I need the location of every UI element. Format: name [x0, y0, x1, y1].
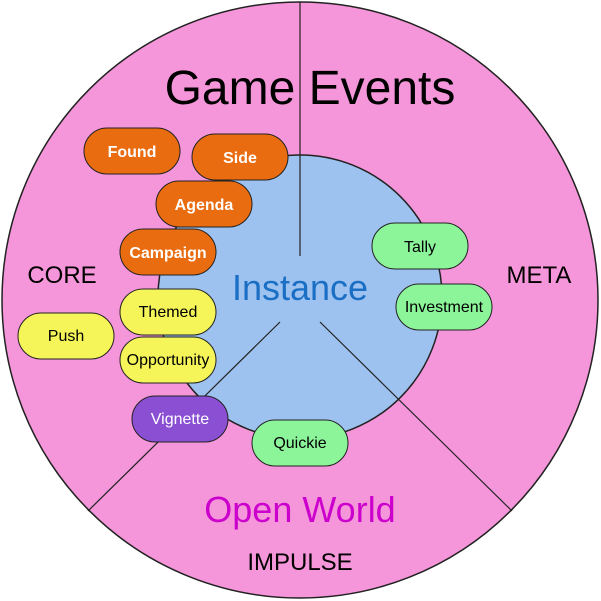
pill-vignette-label: Vignette [151, 411, 210, 428]
pill-campaign[interactable]: Campaign [119, 228, 217, 276]
pill-push[interactable]: Push [17, 312, 115, 360]
sector-label-meta: META [507, 262, 572, 289]
pill-opportunity-label: Opportunity [127, 352, 210, 369]
pill-agenda-label: Agenda [175, 197, 234, 214]
pill-side[interactable]: Side [191, 133, 289, 181]
center-label: Instance [232, 267, 368, 308]
pill-themed[interactable]: Themed [119, 288, 217, 336]
pill-investment[interactable]: Investment [395, 283, 493, 331]
pill-themed-label: Themed [139, 304, 198, 321]
pill-campaign-label: Campaign [129, 245, 206, 262]
pill-investment-label: Investment [405, 299, 484, 316]
pill-push-label: Push [48, 328, 84, 345]
pill-found-label: Found [108, 144, 157, 161]
sector-label-core: CORE [27, 262, 96, 289]
divider-lower-right [319, 321, 513, 512]
sector-label-impulse: IMPULSE [247, 549, 352, 576]
pill-tally[interactable]: Tally [371, 222, 469, 270]
diagram-title: Game Events [165, 62, 456, 115]
pill-quickie[interactable]: Quickie [251, 419, 349, 467]
pill-found[interactable]: Found [83, 127, 181, 175]
pill-tally-label: Tally [404, 239, 436, 256]
pill-agenda[interactable]: Agenda [155, 180, 253, 228]
pill-opportunity[interactable]: Opportunity [119, 336, 217, 384]
pill-side-label: Side [223, 150, 257, 167]
sector-label-open-world: Open World [204, 489, 395, 530]
pill-vignette[interactable]: Vignette [131, 395, 229, 443]
pill-quickie-label: Quickie [273, 435, 326, 452]
